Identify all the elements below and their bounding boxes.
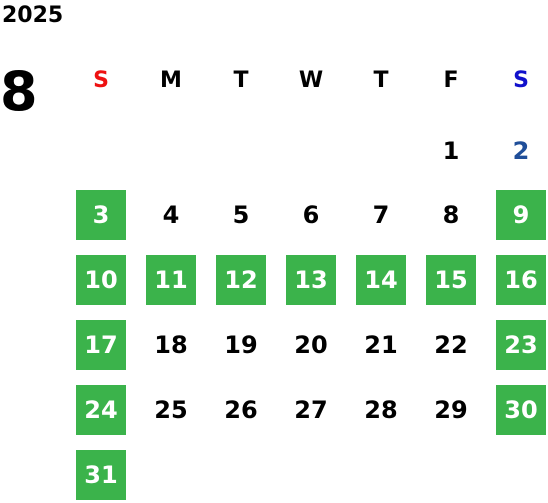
day-cell-5[interactable]: 5 [232, 201, 250, 229]
year-label: 2025 [2, 3, 64, 28]
day-cell-13[interactable]: 13 [286, 255, 336, 305]
day-cell-1[interactable]: 1 [442, 137, 460, 165]
day-cell-12[interactable]: 12 [216, 255, 266, 305]
day-cell-18[interactable]: 18 [154, 331, 188, 359]
day-cell-15[interactable]: 15 [426, 255, 476, 305]
month-number: 8 [0, 60, 38, 123]
day-cell-2[interactable]: 2 [512, 137, 530, 165]
day-cell-6[interactable]: 6 [302, 201, 320, 229]
day-cell-21[interactable]: 21 [364, 331, 398, 359]
weekday-header-monday: M [160, 68, 182, 93]
day-cell-10[interactable]: 10 [76, 255, 126, 305]
day-cell-3[interactable]: 3 [76, 190, 126, 240]
day-cell-16[interactable]: 16 [496, 255, 546, 305]
day-cell-8[interactable]: 8 [442, 201, 460, 229]
day-cell-11[interactable]: 11 [146, 255, 196, 305]
weekday-header-wednesday: W [298, 68, 324, 93]
weekday-header-saturday: S [513, 68, 529, 93]
day-cell-17[interactable]: 17 [76, 320, 126, 370]
weekday-header-tuesday: T [233, 68, 249, 93]
day-cell-25[interactable]: 25 [154, 396, 188, 424]
day-cell-30[interactable]: 30 [496, 385, 546, 435]
day-cell-29[interactable]: 29 [434, 396, 468, 424]
day-cell-9[interactable]: 9 [496, 190, 546, 240]
day-cell-19[interactable]: 19 [224, 331, 258, 359]
day-cell-23[interactable]: 23 [496, 320, 546, 370]
day-cell-22[interactable]: 22 [434, 331, 468, 359]
weekday-header-friday: F [443, 68, 459, 93]
day-cell-31[interactable]: 31 [76, 450, 126, 500]
day-cell-26[interactable]: 26 [224, 396, 258, 424]
weekday-header-sunday: S [93, 68, 109, 93]
day-cell-20[interactable]: 20 [294, 331, 328, 359]
day-cell-28[interactable]: 28 [364, 396, 398, 424]
weekday-header-thursday: T [373, 68, 389, 93]
day-cell-7[interactable]: 7 [372, 201, 390, 229]
day-cell-4[interactable]: 4 [162, 201, 180, 229]
day-cell-24[interactable]: 24 [76, 385, 126, 435]
day-cell-27[interactable]: 27 [294, 396, 328, 424]
day-cell-14[interactable]: 14 [356, 255, 406, 305]
